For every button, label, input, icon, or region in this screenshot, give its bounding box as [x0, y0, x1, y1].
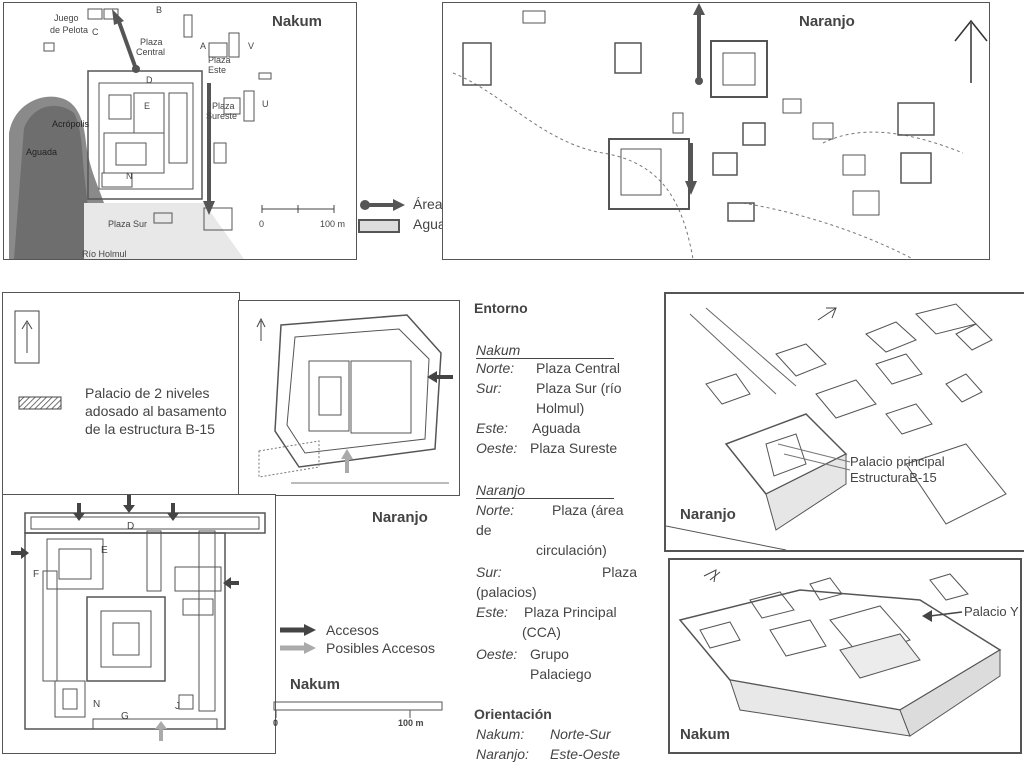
label-acropolis: Acrópolis [52, 119, 90, 129]
label-juego: Juego [54, 13, 79, 23]
label-n: N [126, 171, 133, 181]
label-plaza-sur: Plaza Sur [108, 219, 148, 229]
entorno-heading: Entorno [474, 300, 528, 316]
label-plaza-sureste-2: Sureste [206, 111, 238, 121]
naranjo-norte-value: Plaza (área [552, 502, 624, 518]
nakum-sur-value-cont: Holmul) [536, 400, 585, 416]
naranjo-norte-value-3: circulación) [536, 542, 607, 558]
nakum-site-map-panel: Nakum Juego de Pelota C B Plaza Central … [3, 2, 357, 260]
legend-accesos: Accesos [326, 622, 379, 638]
orientacion-heading: Orientación [474, 706, 552, 722]
naranjo-norte-value-2: de [476, 522, 492, 538]
label-e: E [144, 101, 151, 111]
label-plaza-este-1: Plaza [208, 55, 231, 65]
nakum-plan-label-f: F [33, 569, 40, 580]
naranjo-map-title: Naranjo [799, 13, 855, 30]
naranjo-palace-plan-drawing [256, 314, 453, 484]
nakum-este-key: Este: [476, 420, 508, 436]
nakum-este-value: Aguada [532, 420, 581, 436]
naranjo-este-key: Este: [476, 604, 508, 620]
naranjo-3d-callout-1: Palacio principal [850, 454, 945, 469]
naranjo-3d-title: Naranjo [680, 506, 736, 523]
naranjo-este-value-2: (CCA) [522, 624, 561, 640]
entorno-naranjo-title: Naranjo [476, 482, 526, 498]
naranjo-sur-key: Sur: [476, 564, 502, 580]
nakum-sur-key: Sur: [476, 380, 502, 396]
entorno-naranjo-underline [476, 498, 614, 499]
nakum-map-title: Nakum [272, 13, 323, 30]
label-plaza-central-1: Plaza [140, 37, 163, 47]
label-b: B [156, 5, 163, 15]
orientacion-naranjo-value: Este-Oeste [550, 746, 621, 762]
nakum-plan-label-n: N [93, 699, 101, 710]
label-aguada: Aguada [26, 147, 58, 157]
nakum-3d-title: Nakum [680, 726, 731, 743]
legend-symbols [358, 199, 405, 233]
nakum-plan-scale-zero: 0 [273, 718, 279, 728]
naranjo-este-value: Plaza Principal [524, 604, 617, 620]
naranjo-3d-panel: Naranjo Palacio principal EstructuraB-15 [664, 292, 1024, 552]
label-plaza-sureste-1: Plaza [212, 101, 235, 111]
nakum-plan-label-j: J [175, 701, 180, 712]
left-legend-panel: Palacio de 2 niveles adosado al basament… [2, 292, 240, 496]
palacio-legend-line3: de la estructura B-15 [85, 421, 215, 437]
label-rio-holmul: Río Holmul [82, 249, 127, 259]
label-d: D [146, 75, 153, 85]
label-plaza-central-2: Central [136, 47, 166, 57]
naranjo-site-map-drawing [452, 3, 988, 259]
nakum-oeste-value: Plaza Sureste [530, 440, 618, 456]
label-v: V [248, 41, 255, 51]
nakum-palace-plan-panel: D E F N G J [2, 494, 276, 754]
orientacion-nakum-key: Nakum: [476, 726, 525, 742]
label-a: A [200, 41, 207, 51]
nakum-plan-label-g: G [121, 711, 129, 722]
nakum-sur-value: Plaza Sur (río [536, 380, 622, 396]
scale-zero: 0 [259, 219, 265, 229]
naranjo-plan-title: Naranjo [372, 509, 428, 526]
palacio-legend-line2: adosado al basamento [85, 403, 227, 419]
access-legend: Accesos Posibles Accesos [276, 620, 472, 660]
nakum-3d-drawing [678, 569, 1002, 737]
label-de-pelota: de Pelota [50, 25, 89, 35]
label-u: U [262, 99, 269, 109]
entorno-nakum-underline [476, 358, 614, 359]
orientacion-nakum-value: Norte-Sur [550, 726, 611, 742]
label-c: C [92, 27, 99, 37]
naranjo-site-map-panel: Naranjo [442, 2, 990, 260]
naranjo-sur-value-2: (palacios) [476, 584, 537, 600]
nakum-oeste-key: Oeste: [476, 440, 518, 456]
naranjo-norte-key: Norte: [476, 502, 515, 518]
entorno-nakum-title: Nakum [476, 342, 521, 358]
nakum-plan-label-d: D [127, 521, 135, 532]
naranjo-oeste-value: Grupo [530, 646, 569, 662]
naranjo-3d-callout-2: EstructuraB-15 [850, 470, 937, 485]
scale-100m: 100 m [320, 219, 346, 229]
nakum-3d-callout: Palacio Y [964, 604, 1019, 619]
entorno-column: Entorno Nakum Norte: Plaza Central Sur: … [474, 298, 644, 764]
access-legend-arrows [280, 624, 316, 654]
nakum-norte-key: Norte: [476, 360, 515, 376]
nakum-palace-plan-drawing [11, 495, 266, 741]
naranjo-3d-drawing [666, 303, 1007, 550]
naranjo-palace-plan-panel [238, 300, 460, 496]
nakum-plan-scalebar [273, 701, 443, 718]
nakum-3d-panel: Nakum Palacio Y [668, 558, 1022, 754]
nakum-site-map-drawing [9, 8, 335, 259]
naranjo-sur-value: Plaza [602, 564, 638, 580]
legend-posibles-accesos: Posibles Accesos [326, 640, 435, 656]
nakum-plan-title: Nakum [290, 676, 341, 693]
naranjo-oeste-value-2: Palaciego [530, 666, 592, 682]
nakum-plan-scale-100m: 100 m [398, 718, 424, 728]
palacio-legend-line1: Palacio de 2 niveles [85, 385, 210, 401]
label-plaza-este-2: Este [208, 65, 227, 75]
left-legend-drawing [14, 310, 62, 410]
nakum-norte-value: Plaza Central [536, 360, 621, 376]
nakum-plan-label-e: E [101, 545, 108, 556]
naranjo-oeste-key: Oeste: [476, 646, 518, 662]
orientacion-naranjo-key: Naranjo: [476, 746, 529, 762]
